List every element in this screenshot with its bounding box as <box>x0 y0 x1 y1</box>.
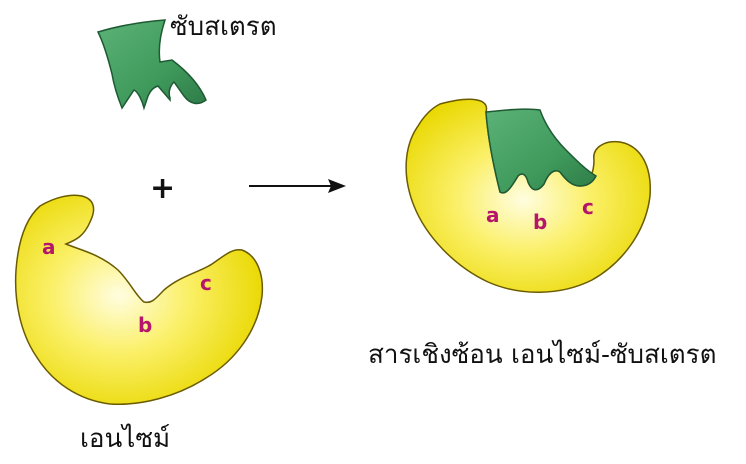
complex-label: สารเชิงซ้อน เอนไซม์-ซับสเตรต <box>368 334 717 375</box>
enzyme-label: เอนไซม์ <box>80 418 170 459</box>
complex-site-a-label: a <box>486 203 500 227</box>
enzyme-shape <box>16 195 263 404</box>
plus-sign: + <box>150 171 175 206</box>
complex-site-b-label: b <box>533 210 547 234</box>
reaction-arrow <box>249 179 346 193</box>
site-a-label: a <box>42 235 56 259</box>
complex-site-c-label: c <box>582 195 594 219</box>
complex-substrate-shape <box>486 109 596 193</box>
site-c-label: c <box>200 271 212 295</box>
substrate-label: ซับสเตรต <box>170 6 277 47</box>
site-b-label: b <box>138 313 152 337</box>
